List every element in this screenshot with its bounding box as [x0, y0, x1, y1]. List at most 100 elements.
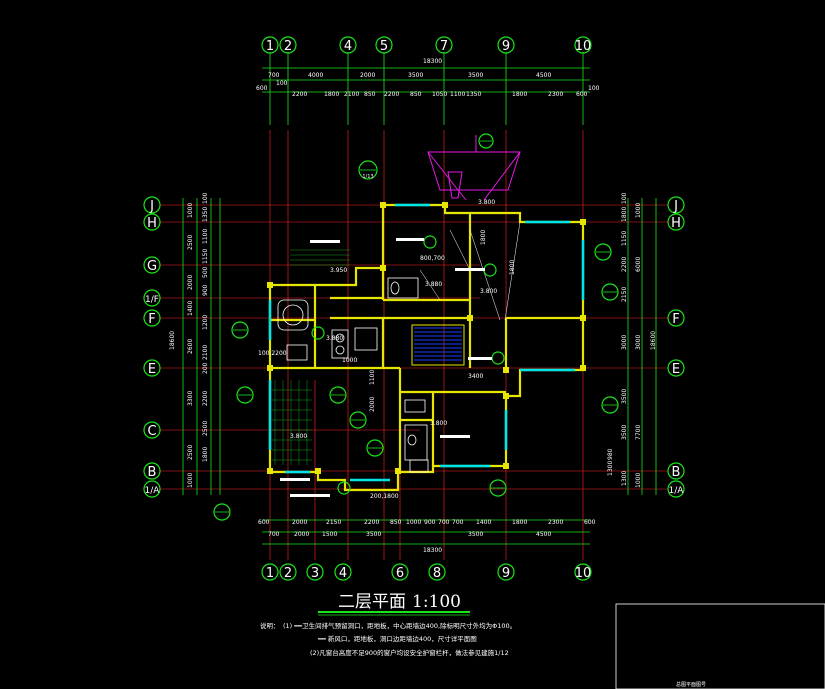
- bottom-dim2-2: 2000: [294, 531, 309, 538]
- bottom-dim-11: 1800: [512, 519, 527, 526]
- right-axis-E: E: [672, 362, 680, 377]
- top-dim-3: 2000: [360, 72, 375, 79]
- bottom-axis-10: 10: [575, 566, 592, 581]
- bottom-dim2-3: 1500: [322, 531, 337, 538]
- bottom-axis-2: 2: [284, 566, 292, 581]
- detail-tag-8: [349, 411, 367, 429]
- level-3: 3.880: [326, 335, 343, 342]
- right-dim-2: 6000: [635, 257, 642, 272]
- top-dim2-4: 1800: [324, 91, 339, 98]
- left-dim-in-6: 900: [202, 284, 209, 296]
- left-axis-1F: 1/F: [145, 295, 159, 305]
- drawing-title: 二层平面 1:100: [318, 592, 470, 616]
- bottom-dim-8: 700: [438, 519, 450, 526]
- bottom-dim-row2: 700 2000 1500 3500 3500 4500: [268, 531, 551, 538]
- bottom-dim2-4: 3500: [366, 531, 381, 538]
- total-height-left: 18600: [169, 331, 176, 350]
- right-dim-in-5: 2150: [621, 287, 628, 302]
- top-dim2-10: 1100: [450, 91, 465, 98]
- left-dim-in-9: 200: [202, 362, 209, 374]
- notes-line-1: (1) ━━卫生间排气预留洞口，距地板，中心距墙边400,除标明尺寸外均为Φ10…: [283, 621, 516, 630]
- detail-tag-4: [601, 283, 619, 301]
- top-axis-3: 4: [344, 39, 352, 54]
- top-dim2-14: 600: [576, 91, 588, 98]
- bottom-dim2-1: 700: [268, 531, 280, 538]
- bottom-axis-8: 8: [433, 566, 441, 581]
- left-dim-in-2: 1350: [202, 207, 209, 222]
- right-dim-in-9: 980: [607, 448, 614, 460]
- top-dim-2: 4000: [308, 72, 323, 79]
- left-dim-1: 1000: [187, 203, 194, 218]
- level-5: 3.800: [290, 433, 307, 440]
- left-dim-in-3: 1100: [202, 229, 209, 244]
- right-dim-in-7: 3500: [621, 389, 628, 404]
- bottom-axis-3: 3: [311, 566, 319, 581]
- right-outer-dims: 1000 6000 3000 7700 1000: [635, 203, 642, 488]
- top-dim2-2: 100: [276, 80, 288, 87]
- left-outer-dims: 1000 2500 2000 1400 2600 3300 2500 1000: [187, 203, 194, 488]
- detail-tag-16: [483, 263, 497, 277]
- left-dim-4: 1400: [187, 301, 194, 316]
- detail-tags: 1/13: [213, 133, 619, 521]
- top-dim2-9: 1050: [432, 91, 447, 98]
- top-axis-5: 7: [440, 39, 448, 54]
- right-axis-H: H: [671, 216, 681, 231]
- left-axis-G: G: [147, 259, 157, 274]
- door-dim-3: 1000: [342, 357, 357, 364]
- left-dim-in-4: 1150: [202, 249, 209, 264]
- right-axis-markers: J H F E B 1/A: [667, 196, 685, 498]
- bottom-axis-9: 9: [502, 566, 510, 581]
- detail-tag-17: [337, 481, 351, 495]
- level-1: 3.950: [330, 267, 347, 274]
- top-dim-4: 3500: [408, 72, 423, 79]
- bottom-axis-markers: 1 2 3 4 6 8 9 10: [261, 563, 592, 581]
- total-width-bottom: 18300: [423, 547, 442, 554]
- bottom-dim2-5: 3500: [468, 531, 483, 538]
- detail-tag-3: [594, 243, 612, 261]
- detail-tag-14: [491, 351, 505, 365]
- detail-tag-11: [601, 396, 619, 414]
- left-axis-E: E: [148, 362, 156, 377]
- left-dim-5: 2600: [187, 339, 194, 354]
- level-6: 3.800: [478, 199, 495, 206]
- bottom-dim-9: 700: [452, 519, 464, 526]
- bottom-dimension-lines: [262, 519, 590, 545]
- bottom-dim-12: 2300: [548, 519, 563, 526]
- left-dim-in-8: 2100: [202, 345, 209, 360]
- right-dim-4: 7700: [635, 425, 642, 440]
- right-dim-in-3: 1150: [621, 231, 628, 246]
- windows: [268, 203, 585, 482]
- leader-lines: [419, 221, 521, 321]
- detail-tag-13: [311, 326, 325, 340]
- top-dim2-8: 850: [410, 91, 422, 98]
- level-4: 3.800: [480, 288, 497, 295]
- top-dim2-15: 100: [588, 85, 600, 92]
- title-text: 二层平面: [338, 592, 406, 612]
- top-dim-row1: 700 4000 2000 3500 3500 4500: [268, 72, 551, 79]
- left-dim-3: 2000: [187, 275, 194, 290]
- right-dim-5: 1000: [635, 473, 642, 488]
- bottom-dim-7: 900: [424, 519, 436, 526]
- columns: [267, 202, 586, 474]
- bottom-axis-1: 1: [266, 566, 274, 581]
- right-dim-in-8: 3500: [621, 425, 628, 440]
- right-dim-in-2: 1800: [621, 207, 628, 222]
- left-dim-in-12: 1800: [202, 447, 209, 462]
- top-dim-1: 700: [268, 72, 280, 79]
- right-axis-F: F: [672, 312, 679, 327]
- door-dim-7: 1100: [369, 370, 376, 385]
- bottom-axis-4: 4: [339, 566, 347, 581]
- top-axis-markers: 1 2 4 5 7 9 10: [261, 36, 592, 54]
- bottom-dim-13: 600: [584, 519, 596, 526]
- total-width-top: 18300: [423, 58, 442, 65]
- door-dim-9: 200,1800: [370, 493, 399, 500]
- detail-tag-10: [489, 479, 507, 497]
- top-axis-6: 9: [502, 39, 510, 54]
- detail-tag-2: [478, 133, 494, 149]
- right-dim-3: 3000: [635, 335, 642, 350]
- top-dim2-5: 2100: [344, 91, 359, 98]
- left-dim-in-1: 100: [202, 192, 209, 204]
- bottom-axis-6: 6: [396, 566, 404, 581]
- level-7: 3.800: [430, 420, 447, 427]
